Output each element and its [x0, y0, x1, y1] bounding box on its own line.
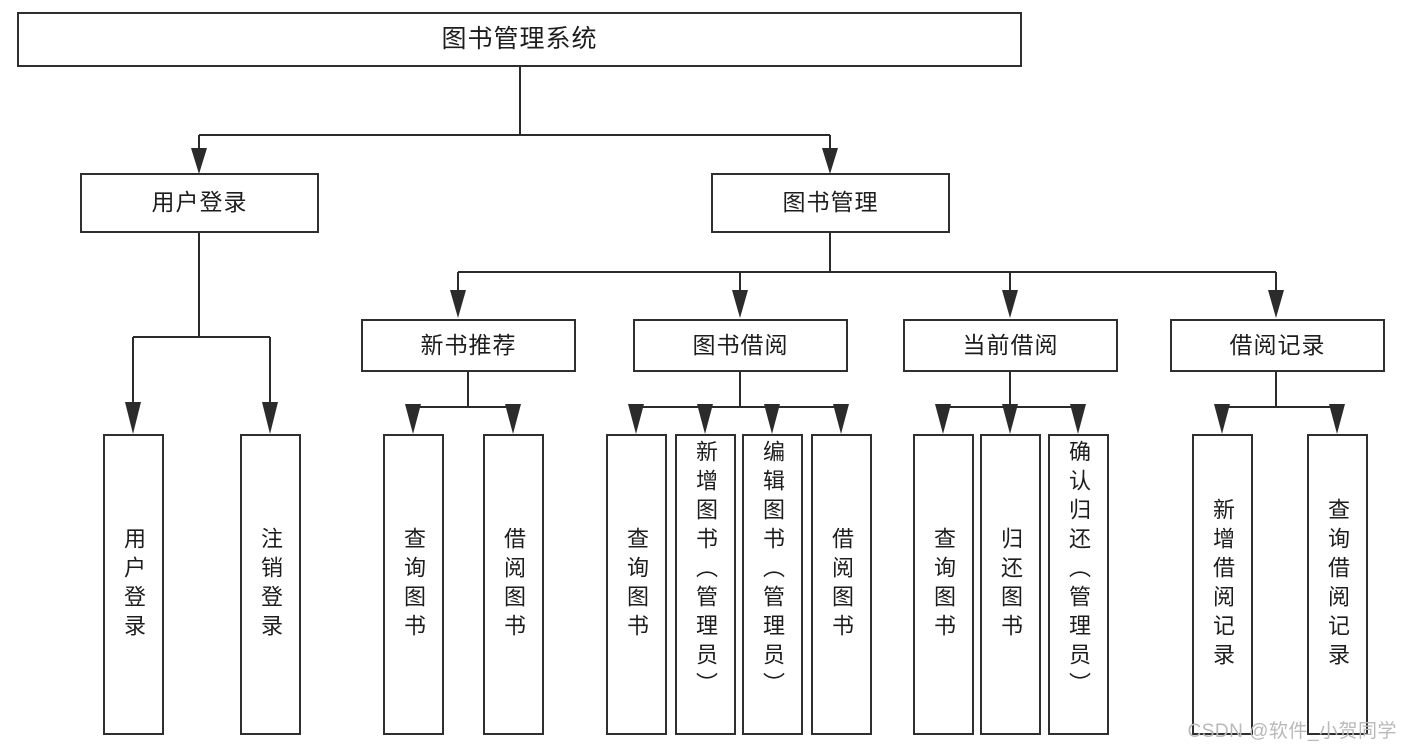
node-leaf-confirm-return[interactable]: 确认归还（管理员）	[1048, 434, 1109, 735]
node-leaf-return-book[interactable]: 归还图书	[980, 434, 1041, 735]
node-leaf-query-book-3-label: 查询图书	[931, 526, 957, 643]
node-leaf-add-book[interactable]: 新增图书（管理员）	[675, 434, 736, 735]
node-new-book-recommend-label: 新书推荐	[420, 331, 517, 358]
node-user-login-label: 用户登录	[151, 189, 248, 216]
node-book-manage-label: 图书管理	[782, 189, 879, 216]
node-leaf-query-book-1-label: 查询图书	[401, 526, 427, 643]
node-leaf-add-record[interactable]: 新增借阅记录	[1192, 434, 1253, 735]
node-book-borrow-label: 图书借阅	[692, 331, 789, 358]
csdn-watermark: CSDN @软件_小贺同学	[1187, 721, 1397, 742]
node-leaf-query-book-2[interactable]: 查询图书	[606, 434, 667, 735]
node-leaf-add-book-label: 新增图书（管理员）	[693, 440, 719, 701]
arrow-query-book-3	[935, 404, 951, 434]
arrow-book-manage	[822, 148, 838, 174]
node-user-login[interactable]: 用户登录	[80, 173, 319, 233]
node-borrow-record[interactable]: 借阅记录	[1170, 319, 1385, 372]
node-leaf-user-logout[interactable]: 注销登录	[240, 434, 301, 735]
node-leaf-return-book-label: 归还图书	[998, 526, 1024, 643]
node-current-borrow-label: 当前借阅	[962, 331, 1059, 358]
arrow-edit-book	[764, 404, 780, 434]
node-leaf-query-book-2-label: 查询图书	[624, 526, 650, 643]
node-leaf-user-login[interactable]: 用户登录	[103, 434, 164, 735]
node-leaf-query-book-3[interactable]: 查询图书	[913, 434, 974, 735]
arrow-query-book-1	[405, 404, 421, 434]
arrow-query-book-2	[628, 404, 644, 434]
node-leaf-edit-book-label: 编辑图书（管理员）	[760, 440, 786, 701]
node-leaf-query-record[interactable]: 查询借阅记录	[1307, 434, 1368, 735]
node-root[interactable]: 图书管理系统	[17, 12, 1022, 67]
node-leaf-add-record-label: 新增借阅记录	[1210, 497, 1236, 672]
arrow-book-borrow	[732, 290, 748, 318]
node-book-borrow[interactable]: 图书借阅	[633, 319, 848, 372]
node-new-book-recommend[interactable]: 新书推荐	[361, 319, 576, 372]
node-leaf-borrow-book-2[interactable]: 借阅图书	[811, 434, 872, 735]
arrow-add-record	[1214, 404, 1230, 434]
node-leaf-borrow-book-2-label: 借阅图书	[829, 526, 855, 643]
node-borrow-record-label: 借阅记录	[1229, 331, 1326, 358]
node-leaf-query-book-1[interactable]: 查询图书	[383, 434, 444, 735]
node-leaf-edit-book[interactable]: 编辑图书（管理员）	[742, 434, 803, 735]
node-leaf-query-record-label: 查询借阅记录	[1325, 497, 1351, 672]
node-leaf-borrow-book-1[interactable]: 借阅图书	[483, 434, 544, 735]
arrow-leaf-user-logout	[262, 402, 278, 434]
node-current-borrow[interactable]: 当前借阅	[903, 319, 1118, 372]
arrow-query-record	[1329, 404, 1345, 434]
node-leaf-user-logout-label: 注销登录	[258, 526, 284, 643]
node-leaf-confirm-return-label: 确认归还（管理员）	[1066, 440, 1092, 701]
arrow-borrow-book-1	[505, 404, 521, 434]
arrow-user-login	[191, 148, 207, 174]
node-leaf-user-login-label: 用户登录	[121, 526, 147, 643]
node-leaf-borrow-book-1-label: 借阅图书	[501, 526, 527, 643]
node-root-label: 图书管理系统	[441, 24, 598, 53]
arrow-borrow-book-2	[833, 404, 849, 434]
arrow-leaf-user-login	[125, 402, 141, 434]
arrow-borrow-record	[1268, 290, 1284, 318]
node-book-manage[interactable]: 图书管理	[711, 173, 950, 233]
arrow-add-book	[697, 404, 713, 434]
arrow-confirm-return	[1070, 404, 1086, 434]
arrow-current-borrow	[1002, 290, 1018, 318]
arrow-new-book-recommend	[450, 290, 466, 318]
arrow-return-book	[1002, 404, 1018, 434]
